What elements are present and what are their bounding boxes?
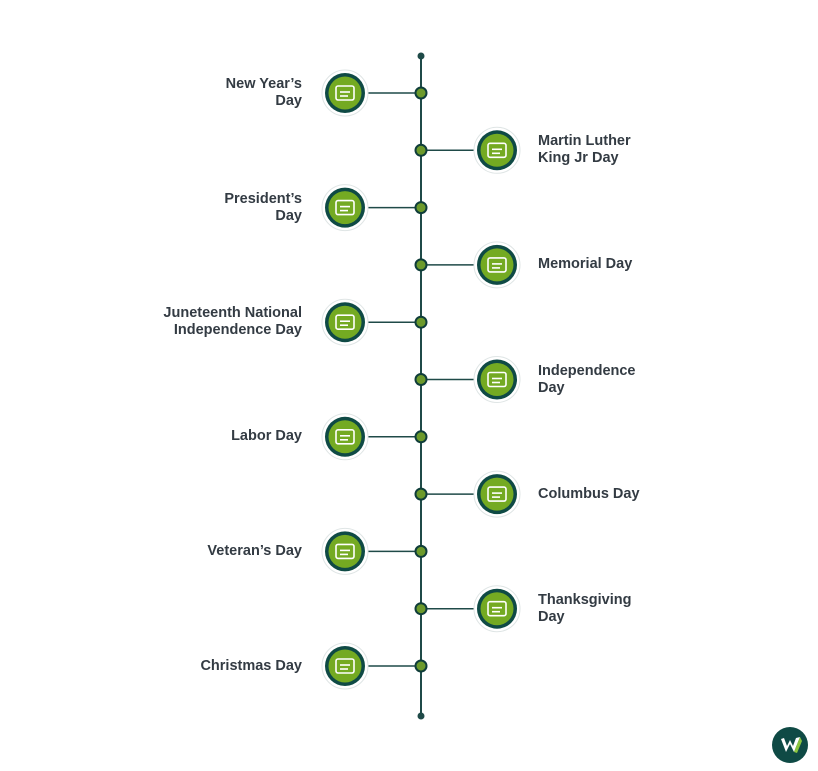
holiday-label-line: President’s: [224, 190, 302, 207]
holiday-label-line: Christmas Day: [200, 657, 302, 674]
christmas-tree-icon: [321, 642, 369, 690]
juneteenth-sign-icon: [321, 298, 369, 346]
holiday-label: Memorial Day: [538, 256, 713, 273]
holiday-label-line: Columbus Day: [538, 485, 640, 502]
timeline-node: [414, 430, 428, 444]
holiday-label-line: New Year’s: [225, 76, 302, 92]
timeline-node: [414, 544, 428, 558]
new-year-sign-icon: [321, 69, 369, 117]
turkey-icon: [473, 585, 521, 633]
holiday-label-line: Day: [538, 379, 565, 396]
labor-day-wrench-icon: [321, 413, 369, 461]
holiday-label: Columbus Day: [538, 486, 713, 503]
mlk-sign-icon: [473, 126, 521, 174]
holiday-label: Christmas Day: [127, 658, 302, 675]
timeline-node: [414, 201, 428, 215]
holiday-label-line: Martin Luther: [538, 133, 631, 150]
timeline-end-dot: [417, 712, 425, 720]
columbus-calendar-icon: [473, 470, 521, 518]
timeline-node: [414, 143, 428, 157]
timeline-node: [414, 602, 428, 616]
timeline-start-dot: [417, 52, 425, 60]
holiday-label-line: Day: [275, 207, 302, 224]
holiday-label-line: Day: [275, 93, 302, 109]
brand-logo-icon: [772, 727, 808, 763]
timeline-node: [414, 86, 428, 100]
timeline-node: [414, 659, 428, 673]
holiday-label-line: Thanksgiving: [538, 591, 632, 608]
holiday-label: Veteran’s Day: [127, 543, 302, 560]
holiday-label-line: Day: [538, 608, 565, 625]
veteran-soldier-icon: [321, 527, 369, 575]
independence-banner-icon: [473, 356, 521, 403]
holiday-label-line: Independence Day: [173, 322, 302, 339]
timeline-node: [414, 487, 428, 501]
holiday-label-line: Memorial Day: [538, 256, 633, 273]
holiday-label-line: Veteran’s Day: [207, 542, 302, 559]
timeline-node: [414, 315, 428, 329]
presidents-sign-icon: [321, 184, 369, 232]
holiday-label-line: Juneteenth National: [163, 305, 302, 322]
timeline-node: [414, 258, 428, 272]
holiday-label-line: Labor Day: [231, 428, 302, 445]
holiday-label-line: Independence: [538, 362, 636, 379]
holiday-label: Labor Day: [127, 428, 302, 445]
holiday-label-line: King Jr Day: [538, 150, 619, 167]
timeline-node: [414, 373, 428, 386]
memorial-calendar-icon: [473, 241, 521, 289]
